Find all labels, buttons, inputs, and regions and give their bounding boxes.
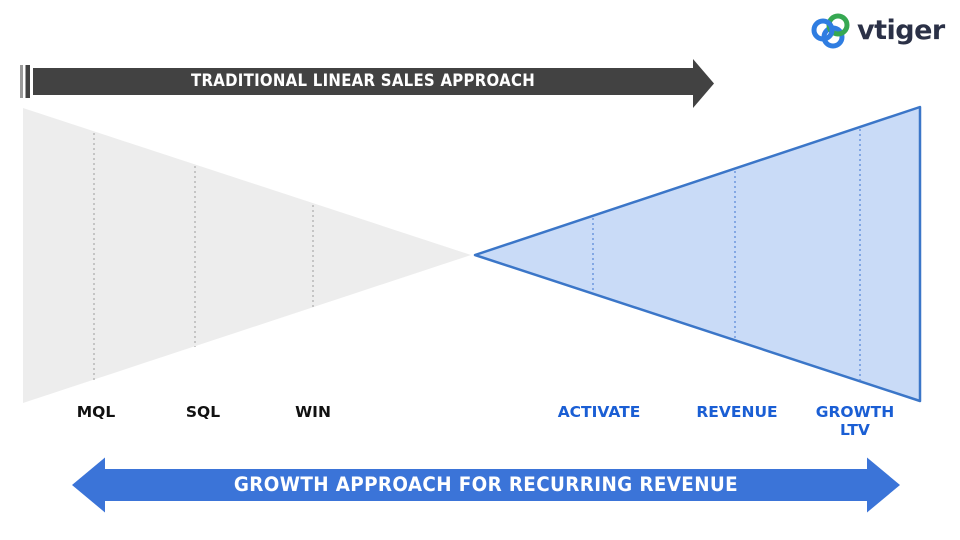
stage-label-mql: MQL: [76, 403, 116, 421]
traditional-arrow-body: [33, 68, 693, 95]
logo-ring-blue: [811, 18, 835, 42]
vtiger-logo-text: vtiger: [857, 15, 945, 46]
vtiger-logo: vtiger: [810, 12, 945, 50]
traditional-arrow-head: [693, 59, 714, 108]
traditional-arrow-tail-accent: [20, 65, 23, 98]
right-funnel-shape: [473, 105, 922, 403]
traditional-arrow-tail-bar: [25, 65, 30, 98]
traditional-arrow-label: TRADITIONAL LINEAR SALES APPROACH: [191, 71, 535, 91]
vtiger-cloud-icon: [811, 13, 850, 49]
stage-label-growth-ltv: GROWTH LTV: [815, 403, 895, 439]
stage-label-revenue: REVENUE: [696, 403, 778, 421]
growth-arrow-label: GROWTH APPROACH FOR RECURRING REVENUE: [233, 473, 739, 496]
growth-arrow-shape: [72, 457, 900, 513]
left-funnel-shape: [23, 108, 471, 403]
stage-label-sql: SQL: [185, 403, 221, 421]
stage-label-activate: ACTIVATE: [557, 403, 641, 421]
stage-label-win: WIN: [295, 403, 331, 421]
